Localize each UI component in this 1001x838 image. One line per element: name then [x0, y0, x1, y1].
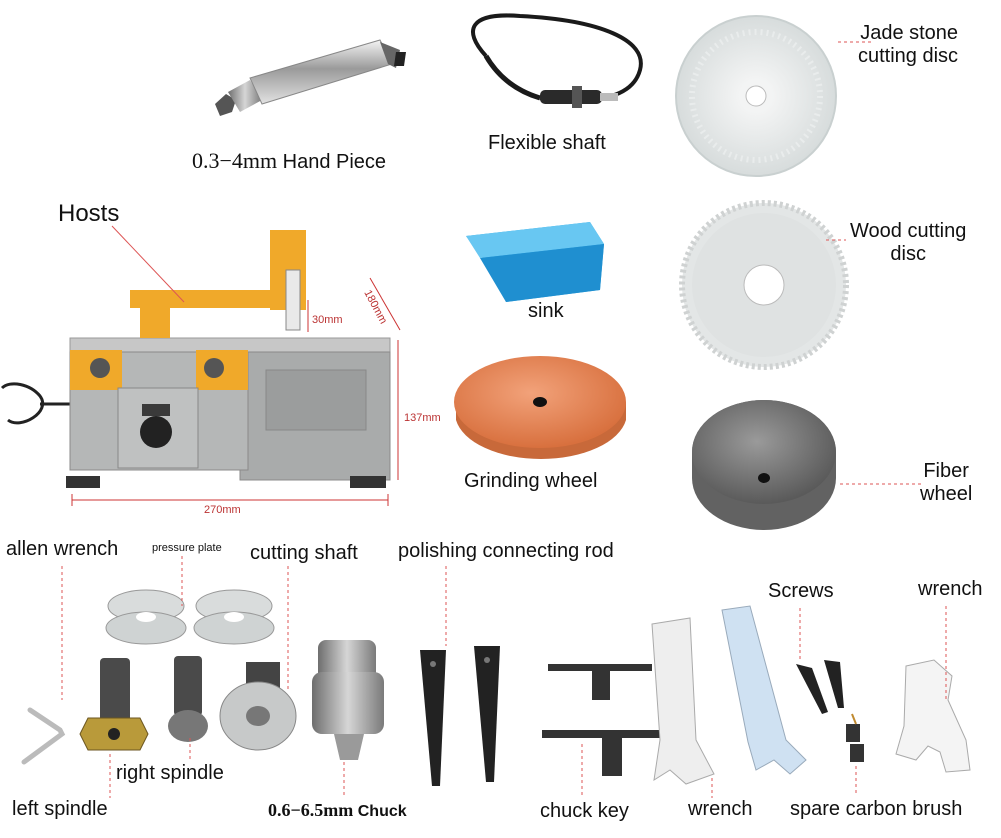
- hosts-label: Hosts: [58, 200, 120, 227]
- chuck-key-label: chuck key: [540, 800, 629, 822]
- table-saw-machine-image: [0, 230, 391, 488]
- grinding-wheel-label: Grinding wheel: [464, 470, 598, 492]
- wood-disc-label-line2: disc: [890, 243, 926, 265]
- fiber-wheel-label: Fiber wheel: [920, 460, 972, 506]
- chuck-image: [312, 640, 384, 760]
- polishing-rod-label: polishing connecting rod: [398, 540, 614, 562]
- grinding-wheel-image: [454, 356, 626, 460]
- height-dimension: 137mm: [404, 412, 441, 424]
- right-spindle-image: [168, 656, 208, 742]
- blade-height-dimension: 30mm: [312, 314, 343, 326]
- chuck-text: Chuck: [357, 803, 407, 820]
- cutting-shaft-image: [219, 662, 297, 751]
- sink-image: [466, 222, 604, 302]
- wood-disc-label-line1: Wood cutting: [850, 220, 967, 242]
- wood-disc-image: [679, 200, 849, 370]
- allen-wrench-label: allen wrench: [6, 538, 119, 560]
- right-spindle-label: right spindle: [116, 762, 224, 784]
- screws-image: [796, 660, 844, 714]
- open-end-wrench-image: [895, 659, 971, 773]
- cutting-shaft-label: cutting shaft: [250, 542, 358, 564]
- jade-disc-label: Jade stone cutting disc: [858, 22, 958, 68]
- allen-wrench-image: [21, 707, 66, 765]
- flexible-shaft-image: [471, 13, 643, 108]
- width-dimension: 270mm: [204, 504, 241, 516]
- wrenches-image: [651, 605, 807, 785]
- wrench-right-label: wrench: [918, 578, 983, 600]
- accessory-leaders: [61, 41, 947, 798]
- chuck-label: 0.6−6.5mm Chuck: [268, 800, 407, 821]
- left-spindle-image: [79, 658, 149, 751]
- carbon-brushes-image: [846, 713, 864, 762]
- carbon-brush-label: spare carbon brush: [790, 798, 963, 820]
- sink-label: sink: [528, 300, 564, 322]
- fiber-wheel-label-line1: Fiber: [923, 460, 969, 482]
- screws-label: Screws: [768, 580, 834, 602]
- hosts-leader: [111, 225, 185, 303]
- left-spindle-label: left spindle: [12, 798, 108, 820]
- wood-disc-label: Wood cutting disc: [850, 220, 966, 266]
- jade-disc-label-line2: cutting disc: [858, 45, 959, 67]
- pressure-plate-label: pressure plate: [152, 542, 222, 554]
- flexible-shaft-label: Flexible shaft: [488, 132, 606, 154]
- jade-disc-image: [675, 15, 837, 177]
- chuck-keys-image: [542, 664, 674, 776]
- chuck-size: 0.6−6.5mm: [268, 800, 354, 820]
- polishing-rods-image: [420, 646, 500, 786]
- hand-piece-label: Hand Piece: [282, 151, 387, 173]
- hand-piece-image: [215, 39, 406, 116]
- dimension-lines: [71, 277, 401, 506]
- pressure-plates-image: [105, 589, 275, 645]
- hand-piece-size: 0.3−4mm: [192, 148, 278, 173]
- wrench-bottom-label: wrench: [688, 798, 753, 820]
- fiber-wheel-label-line2: wheel: [920, 483, 973, 505]
- fiber-wheel-image: [692, 400, 836, 530]
- hand-piece-size-label: 0.3−4mm Hand Piece: [192, 148, 386, 174]
- jade-disc-label-line1: Jade stone: [860, 22, 959, 44]
